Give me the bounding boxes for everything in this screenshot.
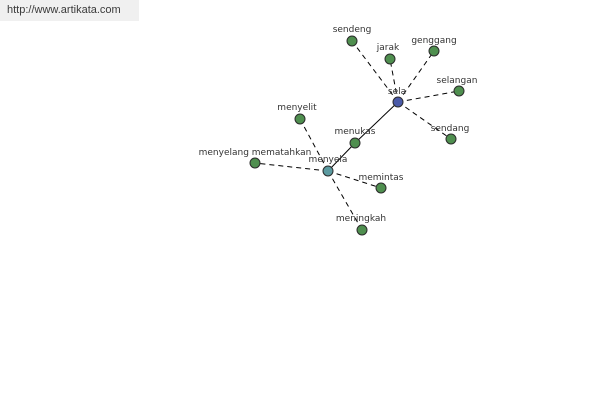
edge-menyela-menyelit (299, 118, 329, 172)
graph-labels: sela menyela sendeng jarak genggang selangan s… (199, 25, 478, 224)
node-label-jarak[interactable]: jarak (376, 43, 400, 53)
edge-sela-genggang (397, 50, 435, 103)
edge-menyela-memintas (327, 170, 382, 189)
node-label-menukas[interactable]: menukas (335, 127, 376, 137)
edge-menyela-meningkah (327, 170, 363, 231)
node-menyelang-mematahkan[interactable] (249, 157, 261, 169)
edge-menukas-menyela (327, 142, 356, 172)
graph-nodes (249, 35, 465, 236)
node-label-menyela[interactable]: menyela (309, 155, 348, 165)
node-jarak[interactable] (384, 53, 396, 65)
node-label-menyelang-mematahkan[interactable]: menyelang mematahkan (199, 148, 312, 158)
node-meningkah[interactable] (356, 224, 368, 236)
node-menyela[interactable] (322, 165, 334, 177)
node-label-sendang[interactable]: sendang (431, 124, 470, 134)
node-label-sendeng[interactable]: sendeng (333, 25, 372, 35)
node-selangan[interactable] (453, 85, 465, 97)
edge-sela-jarak (389, 58, 399, 103)
node-sendeng[interactable] (346, 35, 358, 47)
node-menukas[interactable] (349, 137, 361, 149)
edge-sela-selangan (397, 90, 460, 103)
node-memintas[interactable] (375, 182, 387, 194)
edge-sela-sendeng (351, 40, 399, 103)
node-sendang[interactable] (445, 133, 457, 145)
node-label-meningkah[interactable]: meningkah (336, 214, 386, 224)
node-label-genggang[interactable]: genggang (411, 36, 456, 46)
source-url-banner[interactable]: http://www.artikata.com (0, 0, 139, 21)
edge-menyela-menyelang-mematahkan (254, 162, 329, 172)
edge-sela-menukas (354, 101, 399, 144)
node-label-menyelit[interactable]: menyelit (277, 103, 317, 113)
node-menyelit[interactable] (294, 113, 306, 125)
node-label-sela[interactable]: sela (388, 87, 406, 97)
node-label-memintas[interactable]: memintas (358, 173, 403, 183)
node-label-selangan[interactable]: selangan (437, 76, 478, 86)
node-genggang[interactable] (428, 45, 440, 57)
edge-sela-sendang (397, 101, 452, 140)
node-sela[interactable] (392, 96, 404, 108)
graph-edges (254, 40, 460, 231)
